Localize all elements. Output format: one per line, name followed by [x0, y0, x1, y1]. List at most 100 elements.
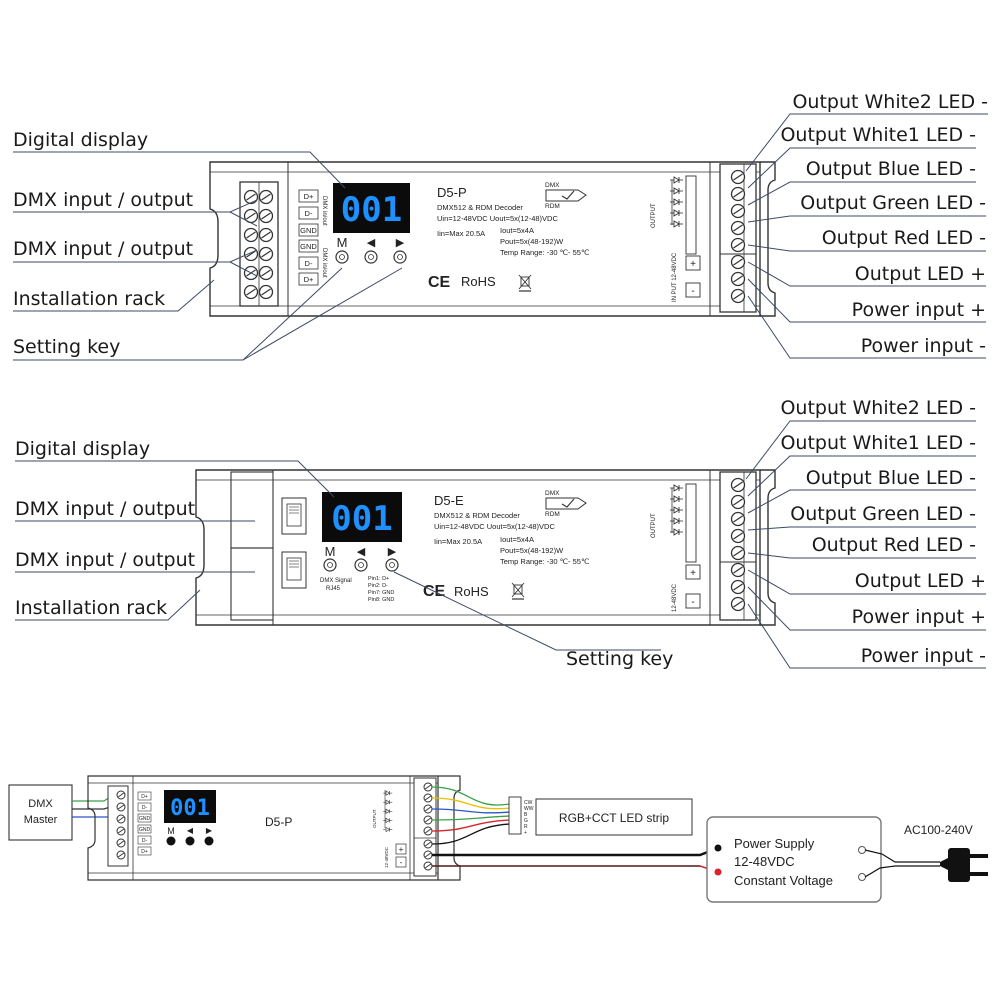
setting-keys[interactable] — [166, 836, 214, 846]
spec-iout: Iout=5x4A — [500, 535, 534, 544]
svg-text:D-: D- — [142, 805, 148, 811]
ce-mark-icon: CE — [428, 274, 451, 291]
label-dmx-io: DMX input / output — [13, 238, 193, 260]
label-setting-key: Setting key — [13, 336, 120, 358]
label-output-green: Output Green LED - — [790, 503, 976, 525]
psu-line2: 12-48VDC — [734, 854, 795, 869]
svg-text:RDM: RDM — [545, 203, 560, 210]
rj45-port[interactable] — [281, 551, 307, 589]
model-name: D5-P — [437, 185, 467, 200]
svg-text:D+: D+ — [141, 794, 148, 800]
label-output-led-plus: Output LED + — [855, 570, 986, 592]
power-plug-icon — [940, 848, 988, 882]
panel2-right-callouts: Output White2 LED - Output White1 LED - … — [745, 397, 986, 669]
term-label: D- — [305, 259, 313, 268]
svg-text:RDM: RDM — [545, 511, 560, 518]
pin-text: Pin2: D- — [368, 583, 388, 589]
svg-text:DMX: DMX — [545, 490, 560, 497]
dmx-master-label: Master — [24, 814, 58, 826]
device-subtitle: DMX512 & RDM Decoder — [434, 511, 520, 520]
svg-text:+: + — [399, 845, 404, 854]
svg-text:-: - — [691, 286, 694, 297]
svg-text:+: + — [690, 259, 696, 270]
label-setting-key: Setting key — [566, 648, 673, 670]
display-digits: 001 — [341, 190, 402, 230]
dmx-rdm-logo-icon: DMX RDM — [545, 490, 587, 518]
label-output-white1: Output White1 LED - — [780, 124, 976, 146]
weee-bin-icon — [518, 274, 532, 292]
dmx-master-label: DMX — [28, 798, 53, 810]
spec-pout: Pout=5x(48-192)W — [500, 237, 564, 246]
label-output-white2: Output White2 LED - — [780, 397, 976, 419]
label-power-plus: Power input + — [852, 299, 986, 321]
panel1-left-callouts: Digital display DMX input / output DMX i… — [13, 129, 403, 361]
label-power-plus: Power input + — [852, 606, 986, 628]
pin-text: Pin8: GND — [368, 597, 394, 603]
panel2-left-callouts: Digital display DMX input / output DMX i… — [15, 438, 673, 670]
weee-bin-icon — [511, 582, 525, 600]
dmx-port-text: DMX in/out — [321, 196, 327, 226]
term-label: GND — [300, 226, 317, 235]
rj45-port[interactable] — [281, 497, 307, 535]
psu-line1: Power Supply — [734, 836, 815, 851]
dmx-port-text: DMX in/out — [321, 248, 327, 278]
svg-text:-: - — [400, 858, 403, 867]
key-label: ◀ — [187, 826, 194, 835]
svg-text:OUTPUT: OUTPUT — [372, 809, 377, 828]
digital-display — [164, 790, 216, 823]
display-digits: 001 — [331, 499, 392, 539]
key-label: M — [337, 235, 348, 250]
label-power-minus: Power input - — [861, 335, 986, 357]
rohs-mark: RoHS — [461, 274, 496, 289]
label-output-white1: Output White1 LED - — [780, 432, 976, 454]
rj45-text: RJ45 — [326, 586, 341, 592]
label-dmx-io: DMX input / output — [15, 498, 195, 520]
power-supply — [706, 816, 882, 903]
strip-label: RGB+CCT LED strip — [559, 811, 669, 825]
label-output-red: Output Red LED - — [812, 534, 976, 556]
spec-temp: Temp Range: -30 ℃- 55℃ — [500, 557, 590, 566]
digital-display — [333, 183, 410, 233]
pin-text: Pin7: GND — [368, 590, 394, 596]
ac-label: AC100-240V — [904, 823, 973, 837]
label-digital-display: Digital display — [13, 129, 148, 151]
output-text: OUTPUT — [651, 513, 657, 538]
panel-d5-e: DMX Signal RJ45 Pin1: D+ Pin2: D- Pin7: … — [195, 469, 776, 626]
spec-iout: Iout=5x4A — [500, 226, 534, 235]
display-digits: 001 — [170, 796, 210, 821]
psu-line3: Constant Voltage — [734, 873, 833, 888]
spec-iin: Iin=Max 20.5A — [434, 537, 482, 546]
svg-text:+: + — [690, 568, 696, 579]
key-label: ◀ — [357, 546, 366, 558]
wiring-example: DMX Master D+ D- GND GND D- D+ 001 M ◀ ▶ — [8, 775, 988, 903]
label-output-led-plus: Output LED + — [855, 263, 986, 285]
term-label: D+ — [304, 275, 314, 284]
dmx-rdm-logo-icon: DMX RDM — [545, 182, 587, 210]
spec-voltage: Uin=12-48VDC Uout=5x(12-48)VDC — [437, 214, 558, 223]
strip-pin: R — [524, 824, 528, 830]
strip-pin: WW — [524, 806, 534, 812]
svg-text:DMX: DMX — [545, 182, 560, 189]
label-installation-rack: Installation rack — [15, 597, 167, 619]
rohs-mark: RoHS — [454, 584, 489, 599]
device-subtitle: DMX512 & RDM Decoder — [437, 203, 523, 212]
key-label: ▶ — [396, 237, 405, 249]
model-name: D5-E — [434, 493, 464, 508]
label-power-minus: Power input - — [861, 645, 986, 667]
output-schematic: OUTPUT + - 12-48VDC — [651, 483, 701, 612]
svg-text:GND: GND — [139, 816, 151, 822]
key-label: ◀ — [367, 237, 376, 249]
svg-text:D-: D- — [142, 838, 148, 844]
setting-keys[interactable] — [323, 558, 399, 572]
led-strip — [535, 798, 693, 836]
strip-pin: CW — [524, 800, 533, 806]
setting-keys[interactable] — [335, 250, 407, 264]
key-label: M — [325, 544, 336, 559]
input-text: IN PUT 12-48VDC — [672, 252, 678, 302]
label-output-red: Output Red LED - — [822, 227, 986, 249]
spec-voltage: Uin=12-48VDC Uout=5x(12-48)VDC — [434, 522, 555, 531]
dmx-master-box — [8, 784, 73, 841]
pin-text: Pin1: D+ — [368, 576, 389, 582]
label-dmx-io: DMX input / output — [13, 189, 193, 211]
